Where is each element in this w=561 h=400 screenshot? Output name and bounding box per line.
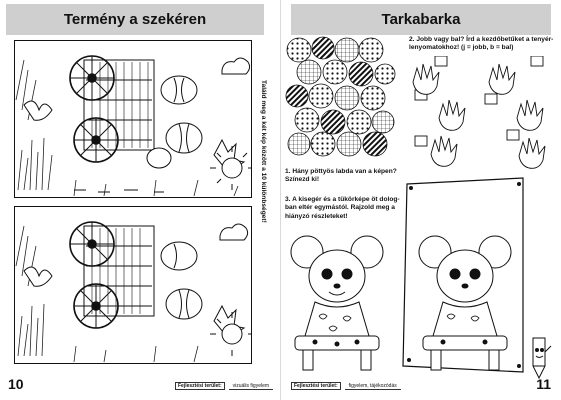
right-footer-value: figyelem, tájékozódás bbox=[344, 383, 401, 390]
cart-wheels bbox=[69, 55, 119, 163]
task-3-line-3: hiányzó részleteket! bbox=[285, 212, 348, 220]
cart-picture-top bbox=[14, 40, 252, 198]
right-footer-label: Fejlesztési terület: bbox=[291, 382, 341, 390]
balls bbox=[285, 36, 396, 157]
pencil-mascot-icon bbox=[532, 337, 552, 380]
hand-icons bbox=[412, 63, 546, 169]
handprints-picture bbox=[412, 56, 546, 169]
cart-picture-bottom bbox=[14, 206, 252, 364]
right-page-title: Tarkabarka bbox=[291, 4, 551, 35]
ground-dashes bbox=[74, 189, 164, 193]
task-1-line-2: Színezd ki! bbox=[285, 176, 320, 184]
right-page-number: 11 bbox=[536, 376, 551, 392]
balls-picture bbox=[285, 36, 396, 157]
left-footer-value: vizuális figyelem bbox=[228, 383, 274, 390]
task-3-text: 3. A kisegér és a tükörképe öt dolog- ba… bbox=[285, 196, 413, 221]
mouse-mirror-picture bbox=[418, 235, 512, 371]
task-1-text: 1. Hány pöttyös labda van a képen? Színe… bbox=[285, 168, 405, 185]
left-page-title: Termény a szekéren bbox=[6, 4, 264, 35]
spine-gutter bbox=[279, 0, 282, 400]
left-page: Termény a szekéren bbox=[0, 0, 280, 400]
task-2-line-2: lenyomatokhoz! (j = jobb, b = bal) bbox=[409, 44, 514, 52]
task-2-text: 2. Jobb vagy bal? Írd a kezdőbetűket a t… bbox=[409, 36, 555, 53]
left-page-number: 10 bbox=[8, 376, 24, 392]
sun bbox=[210, 146, 252, 190]
answer-boxes bbox=[414, 56, 544, 147]
spot-difference-instruction: Találd meg a két kép között a 10 különbs… bbox=[260, 80, 267, 223]
task-3-line-1: 3. A kisegér és a tükörképe öt dolog- bbox=[285, 196, 400, 203]
task-3-line-2: ban eltér egymástól. Rajzold meg a bbox=[285, 204, 395, 212]
left-footer-label: Fejlesztési terület: bbox=[175, 382, 225, 390]
cloud bbox=[221, 57, 251, 75]
right-footer: Fejlesztési terület: figyelem, tájékozód… bbox=[291, 382, 401, 390]
task-2-line-1: 2. Jobb vagy bal? Írd a kezdőbetűket a t… bbox=[409, 36, 554, 43]
grass-lines bbox=[15, 59, 239, 197]
pumpkins bbox=[146, 75, 203, 169]
mouse-picture bbox=[290, 235, 384, 371]
left-footer: Fejlesztési terület: vizuális figyelem bbox=[175, 382, 274, 390]
task-1-line-1: 1. Hány pöttyös labda van a képen? bbox=[285, 168, 397, 175]
right-page: Tarkabarka bbox=[281, 0, 561, 400]
